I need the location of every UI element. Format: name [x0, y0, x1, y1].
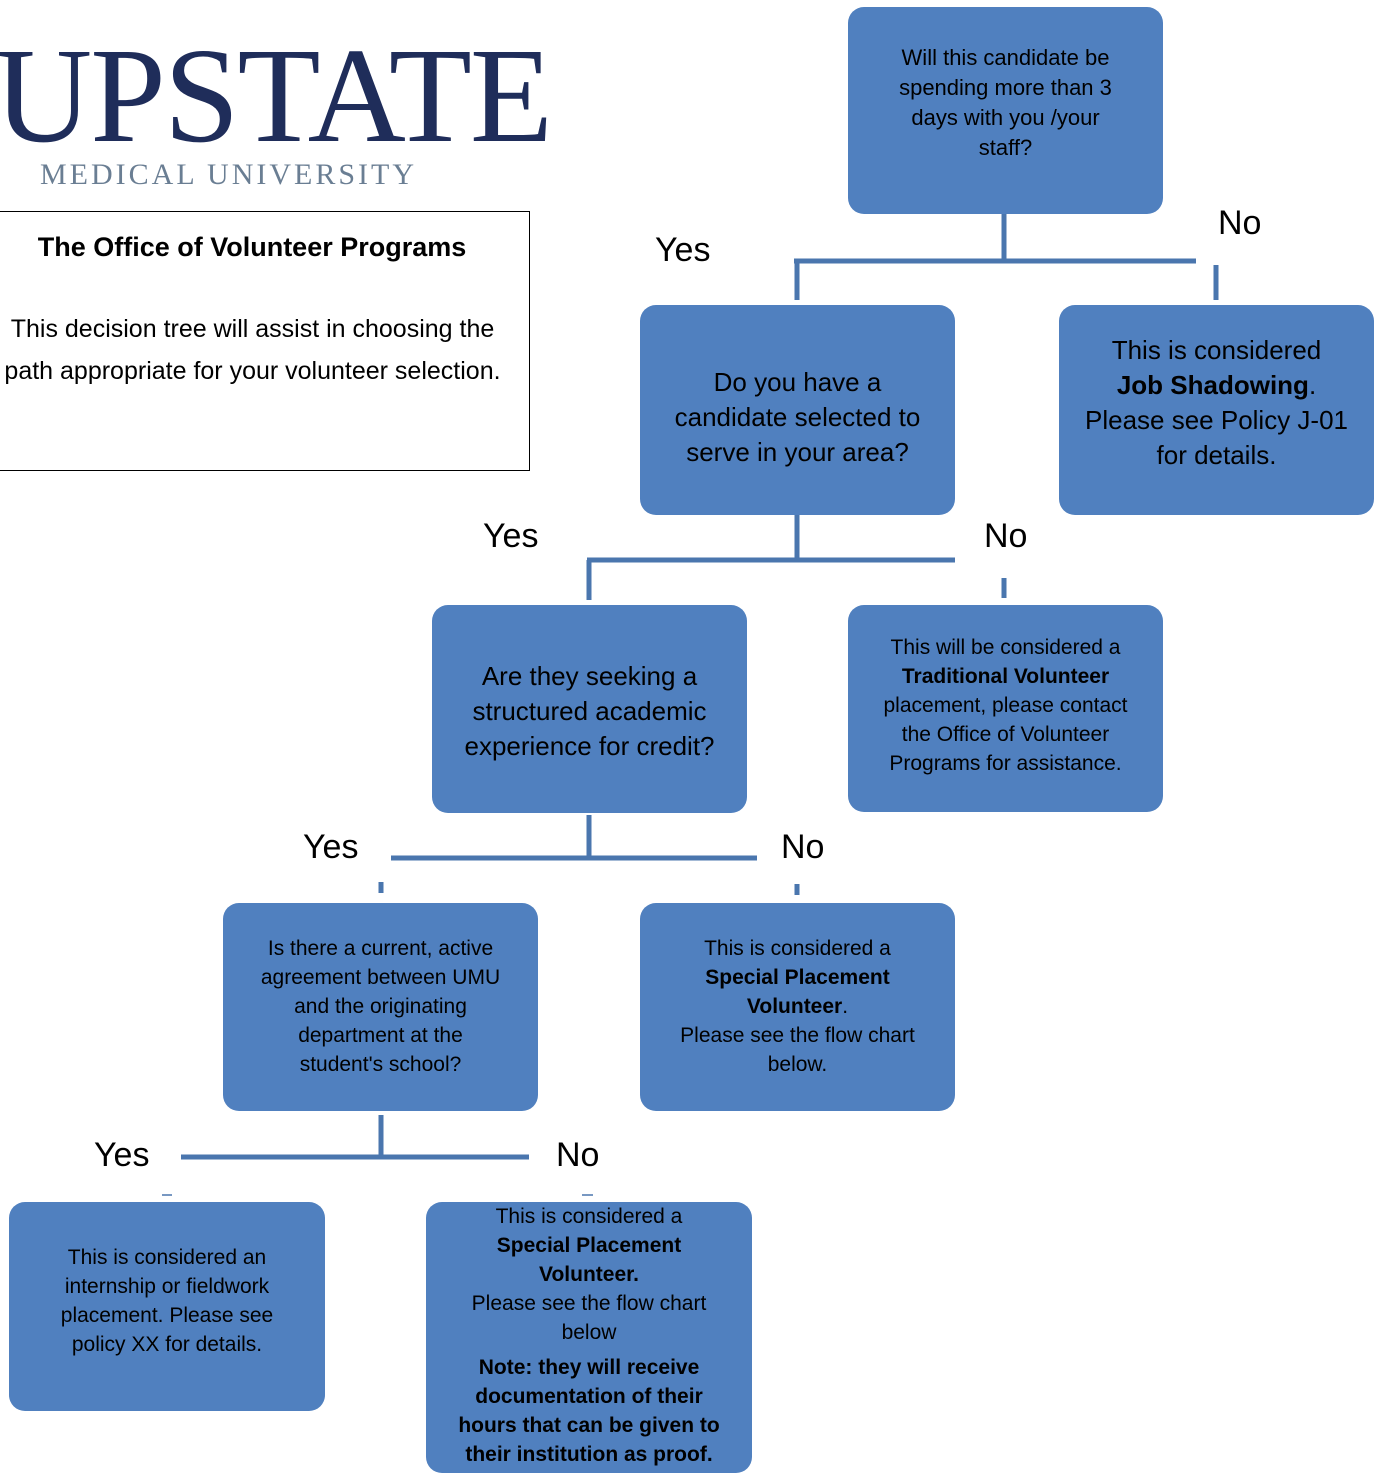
node-text-line: Special Placement	[705, 963, 889, 992]
note-line: their institution as proof.	[465, 1440, 712, 1469]
node-text-bold: aditional Volunteer	[921, 665, 1110, 688]
label-q1-yes: Yes	[655, 231, 711, 269]
label-q1-no: No	[1218, 204, 1262, 242]
node-text-bold: Special Placement	[496, 1234, 682, 1257]
node-text-line: and the originating	[294, 994, 467, 1018]
node-text-line: for details.	[1156, 440, 1277, 470]
node-text-line: staff?	[978, 134, 1033, 160]
node-text-line: the Office of Volunteer	[901, 723, 1110, 746]
node-text-line: policy XX for details.	[71, 1332, 263, 1356]
node-text-line: internship or fieldwork	[64, 1274, 270, 1298]
node-text-line: Is there a current, active	[267, 936, 494, 960]
note-line: hours that can be given to	[458, 1411, 719, 1440]
node-active-agreement: Is there a current, active agreement bet…	[223, 903, 538, 1111]
node-job-shadowing: This is considered Job Shadowing. Please…	[1059, 305, 1374, 515]
node-text-line: days with you /your	[911, 104, 1100, 130]
label-q3-no: No	[781, 828, 825, 866]
node-internship-placement: This is considered an internship or fiel…	[9, 1202, 325, 1411]
node-text-bold: Volunteer	[746, 994, 843, 1018]
node-text-line: placement. Please see	[60, 1303, 274, 1327]
label-q4-no: No	[556, 1136, 600, 1174]
node-text-suffix: .	[842, 994, 849, 1018]
node-text-line: This is considered a	[704, 936, 891, 960]
node-text-line: below.	[767, 1052, 828, 1076]
note-line: Note: they will receive	[479, 1353, 700, 1382]
node-text-line: Do you have a	[713, 366, 882, 397]
node-text-line: agreement between UMU	[260, 965, 501, 989]
node-text-line: structured academic	[472, 695, 707, 726]
node-text-line: below	[561, 1321, 617, 1344]
node-text-line: department at the	[298, 1023, 463, 1047]
node-structured-academic-experience: Are they seeking a structured academic e…	[432, 605, 747, 813]
node-text-bold: Tr	[901, 665, 922, 688]
intro-title: The Office of Volunteer Programs	[37, 232, 467, 262]
node-text-line: Traditional Volunteer	[902, 662, 1109, 691]
note-text: hours that can be given to	[458, 1414, 720, 1437]
node-text-line: Please see the flow chart	[680, 1023, 915, 1047]
node-text-line: Volunteer.	[747, 992, 848, 1021]
node-text-bold: Job Shadowing	[1116, 370, 1309, 400]
node-text-line: Volunteer.	[539, 1260, 639, 1289]
node-traditional-volunteer: This will be considered a Traditional Vo…	[848, 605, 1163, 812]
node-special-placement-volunteer-note: This is considered a Special Placement V…	[426, 1202, 752, 1473]
upstate-logo-wordmark: UPSTATE	[0, 21, 553, 171]
intro-box	[0, 211, 530, 471]
node-candidate-selected: Do you have a candidate selected to serv…	[640, 305, 955, 515]
note-text: documentation of their	[475, 1385, 703, 1408]
node-text-line: spending more than 3	[899, 74, 1112, 100]
node-text-line: Special Placement	[497, 1231, 681, 1260]
label-q3-yes: Yes	[303, 828, 359, 866]
node-text-line: This is considered an	[67, 1245, 267, 1269]
node-text-line: student's school?	[299, 1052, 462, 1076]
note-line: documentation of their	[475, 1382, 703, 1411]
label-q4-yes: Yes	[94, 1136, 150, 1174]
node-special-placement-volunteer: This is considered a Special Placement V…	[640, 903, 955, 1111]
node-text-suffix: .	[1308, 370, 1317, 400]
node-text-line: serve in your area?	[686, 436, 909, 467]
node-text-bold: Special Placement	[705, 965, 890, 989]
node-text-line: Please see the flow chart	[471, 1292, 707, 1315]
node-text-line: Programs for assistance.	[889, 752, 1122, 775]
label-q2-no: No	[984, 517, 1028, 555]
node-text-line: Job Shadowing.	[1117, 368, 1316, 403]
node-text-line: This is considered a	[495, 1205, 683, 1228]
intro-text: This decision tree will assist in choosi…	[4, 315, 501, 385]
node-text-line: placement, please contact	[883, 694, 1128, 717]
note-text: Note: they will receive	[478, 1356, 700, 1379]
node-text-line: Are they seeking a	[481, 660, 698, 691]
node-text-line: This will be considered a	[890, 636, 1121, 659]
node-text-line: Please see Policy J-01	[1084, 405, 1349, 435]
node-text-line: candidate selected to	[674, 401, 921, 432]
note-text: their institution as proof.	[465, 1443, 713, 1466]
label-q2-yes: Yes	[483, 517, 539, 555]
node-text-line: Will this candidate be	[901, 44, 1110, 70]
node-text-line: experience for credit?	[464, 730, 715, 761]
node-text-line: This is considered	[1111, 335, 1322, 365]
node-text-bold: Volunteer.	[539, 1263, 639, 1286]
node-spending-more-than-3-days: Will this candidate be spending more tha…	[848, 7, 1163, 214]
upstate-logo-subtitle: MEDICAL UNIVERSITY	[40, 158, 418, 191]
